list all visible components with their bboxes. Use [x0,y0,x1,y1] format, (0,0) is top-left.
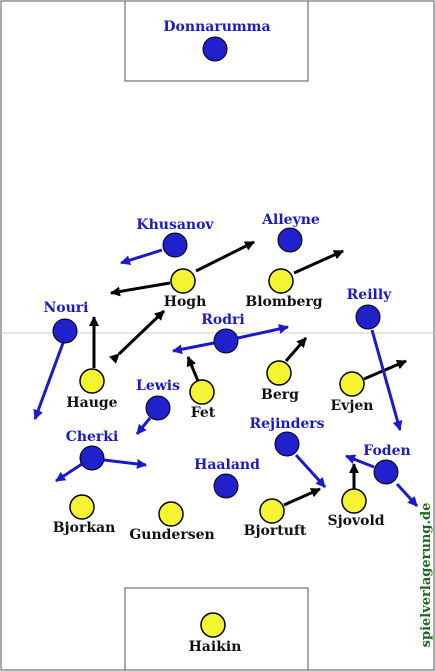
arrow-nouri [33,342,65,420]
label-sjovold: Sjovold [327,513,384,529]
player-haaland [213,473,239,499]
arrow-blomberg [293,249,344,275]
label-haikin: Haikin [189,639,242,655]
player-sjovold [341,488,367,514]
label-lewis: Lewis [136,378,180,394]
top-penalty-box [124,0,309,82]
label-foden: Foden [363,443,410,459]
player-berg [266,360,292,386]
label-bjorkan: Bjorkan [53,520,116,536]
label-rejinders: Rejinders [249,416,324,432]
label-alleyne: Alleyne [261,212,320,228]
label-hauge: Hauge [66,395,117,411]
label-blomberg: Blomberg [245,294,322,310]
arrow-evjen [363,359,407,381]
player-cherki [79,445,105,471]
player-foden [373,459,399,485]
label-berg: Berg [261,387,299,403]
player-hogh [170,268,196,294]
team-yellow [69,268,367,638]
arrow-hogh-right [195,240,255,273]
player-haikin [200,612,226,638]
player-fet [189,379,215,405]
arrow-cherki-left [55,462,83,483]
arrow-rodri-left [172,341,215,355]
arrow-foden-right [395,482,419,508]
label-reilly: Reilly [347,287,392,303]
player-reilly [355,304,381,330]
team-blue [52,36,399,499]
player-gundersen [158,501,184,527]
player-rejinders [274,431,300,457]
label-cherki: Cherki [66,429,119,445]
label-evjen: Evjen [331,398,374,414]
label-rodri: Rodri [201,312,244,328]
arrow-reilly [370,329,403,431]
player-rodri [213,328,239,354]
player-lewis [145,395,171,421]
arrow-fet [186,356,200,382]
arrow-cherki-right [103,458,147,469]
label-nouri: Nouri [43,300,88,316]
player-alleyne [277,227,303,253]
label-gundersen: Gundersen [129,527,214,543]
label-haaland: Haaland [194,457,260,473]
arrow-mid-diagonal [109,309,166,364]
player-blomberg [268,268,294,294]
label-khusanov: Khusanov [136,217,214,233]
player-donnarumma [202,36,228,62]
arrow-lewis [135,417,152,435]
arrow-khusanov [120,248,163,266]
arrow-rodri-right [237,324,289,340]
label-bjortuft: Bjortuft [244,523,307,539]
player-bjortuft [259,498,285,524]
player-evjen [339,371,365,397]
team-blue-labels: Donnarumma Khusanov Alleyne Nouri Reilly… [43,19,410,473]
arrow-foden-left [345,454,375,469]
label-fet: Fet [191,405,216,421]
movement-arrows [33,240,419,508]
arrow-hogh-left [110,281,171,297]
player-bjorkan [69,494,95,520]
player-khusanov [162,232,188,258]
bottom-penalty-box [124,587,309,671]
team-yellow-labels: Hogh Blomberg Hauge Fet Berg Evjen Bjork… [53,294,385,655]
player-hauge [79,368,105,394]
label-hogh: Hogh [164,294,207,310]
arrow-berg [284,337,308,362]
label-donnarumma: Donnarumma [163,19,270,35]
arrow-bjortuft [283,487,321,507]
watermark-text: spielverlagerung.de [419,503,434,648]
arrow-rejinders [294,453,327,489]
player-nouri [52,318,78,344]
